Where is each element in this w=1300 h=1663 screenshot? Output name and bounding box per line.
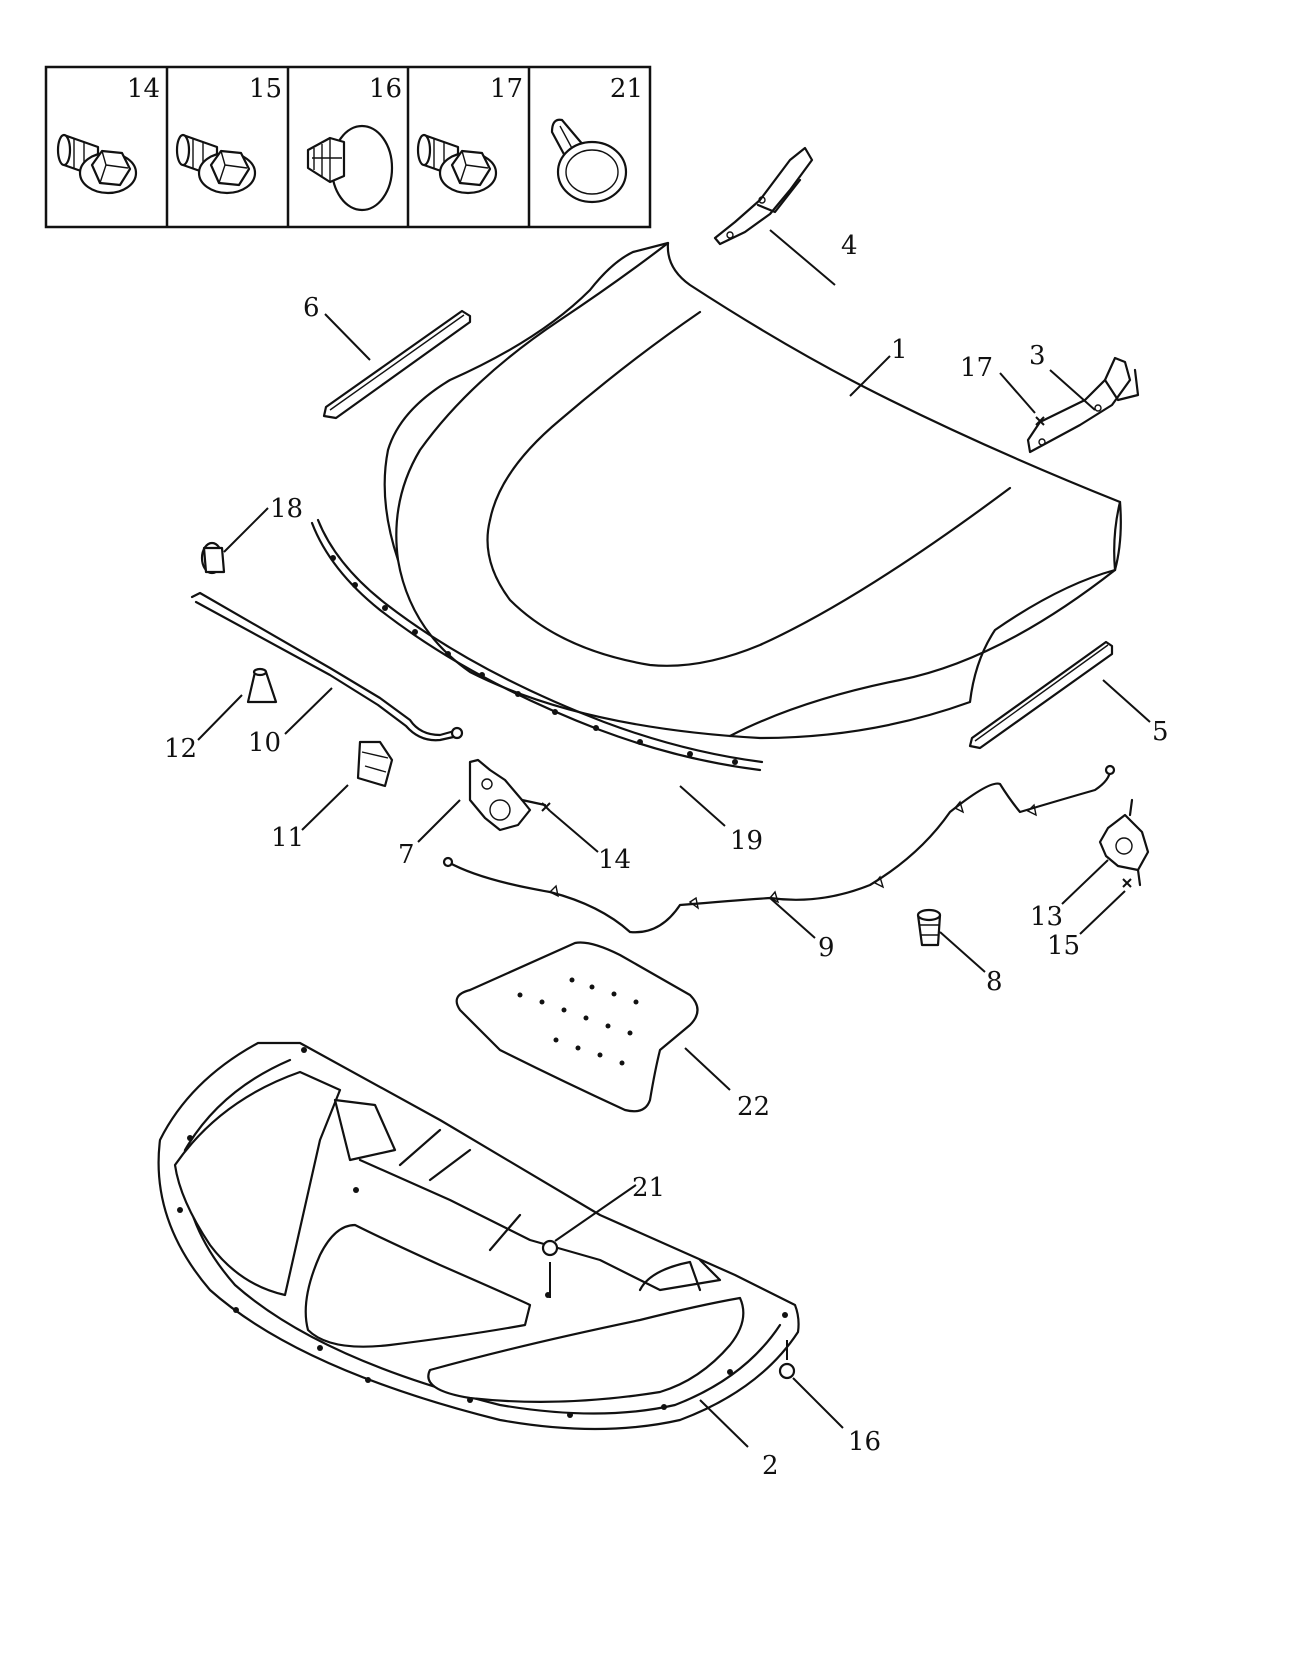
callout-9: 9 <box>818 933 835 963</box>
flange-bolt-icon <box>175 133 257 195</box>
hood-seal-left <box>322 309 472 420</box>
callout-1: 1 <box>891 335 908 365</box>
callout-22: 22 <box>737 1092 770 1122</box>
fastener-markers <box>541 416 1132 1380</box>
retainer-clip-icon <box>550 118 628 204</box>
callout-17: 17 <box>960 353 993 383</box>
callout-2: 2 <box>762 1451 779 1481</box>
secondary-latch <box>1098 798 1150 887</box>
push-clip-icon <box>306 124 394 212</box>
legend-number-14: 14 <box>127 74 160 104</box>
legend-number-21: 21 <box>610 74 643 104</box>
callout-14: 14 <box>598 845 631 875</box>
cross-marker-icon <box>1122 878 1132 888</box>
callout-19: 19 <box>730 826 763 856</box>
hood-front-seal <box>310 518 764 772</box>
hood-hinge-right <box>1026 356 1140 454</box>
prop-rod-clip <box>356 740 394 788</box>
flange-bolt-icon <box>56 133 138 195</box>
legend-cell-21: 21 <box>550 74 643 204</box>
callout-15: 15 <box>1047 931 1080 961</box>
callout-8: 8 <box>986 967 1003 997</box>
callout-12: 12 <box>164 734 197 764</box>
callout-11: 11 <box>271 823 304 853</box>
hood-hinge-left <box>713 146 814 246</box>
clip-marker-icon <box>541 1239 559 1257</box>
leader-lines <box>197 229 1151 1448</box>
hood-seal-right <box>968 640 1114 750</box>
callout-5: 5 <box>1152 717 1169 747</box>
hood-panel <box>383 241 1122 740</box>
callout-4: 4 <box>841 231 858 261</box>
hood-release-cable <box>442 764 1116 934</box>
cross-marker-icon <box>541 802 551 812</box>
legend-cell-16: 16 <box>306 74 402 212</box>
hood-prop-rod <box>190 591 464 742</box>
hood-buffer <box>916 908 942 947</box>
hood-pad <box>455 941 699 1113</box>
flange-bolt-icon <box>416 133 498 195</box>
legend-number-15: 15 <box>249 74 282 104</box>
callout-6: 6 <box>303 293 320 323</box>
cross-marker-icon <box>1035 416 1045 426</box>
callout-3: 3 <box>1029 341 1046 371</box>
prop-rod-grommet <box>200 541 226 575</box>
callout-18: 18 <box>270 494 303 524</box>
callout-7: 7 <box>398 840 415 870</box>
callout-21: 21 <box>632 1173 665 1203</box>
legend-cell-14: 14 <box>56 74 160 195</box>
legend-number-17: 17 <box>490 74 523 104</box>
fastener-legend: 14 15 16 <box>44 65 652 229</box>
legend-cell-15: 15 <box>175 74 282 195</box>
callout-13: 13 <box>1030 902 1063 932</box>
clip-marker-icon <box>778 1362 796 1380</box>
hood-bumper-stop <box>246 667 278 704</box>
hood-latch <box>468 758 547 832</box>
callout-10: 10 <box>248 728 281 758</box>
hood-insulator <box>157 1041 800 1431</box>
callout-16: 16 <box>848 1427 881 1457</box>
legend-cell-17: 17 <box>416 74 523 195</box>
callout-labels: 1 2 3 4 5 6 7 8 9 10 11 12 13 14 15 16 1… <box>164 231 1169 1481</box>
legend-number-16: 16 <box>369 74 402 104</box>
